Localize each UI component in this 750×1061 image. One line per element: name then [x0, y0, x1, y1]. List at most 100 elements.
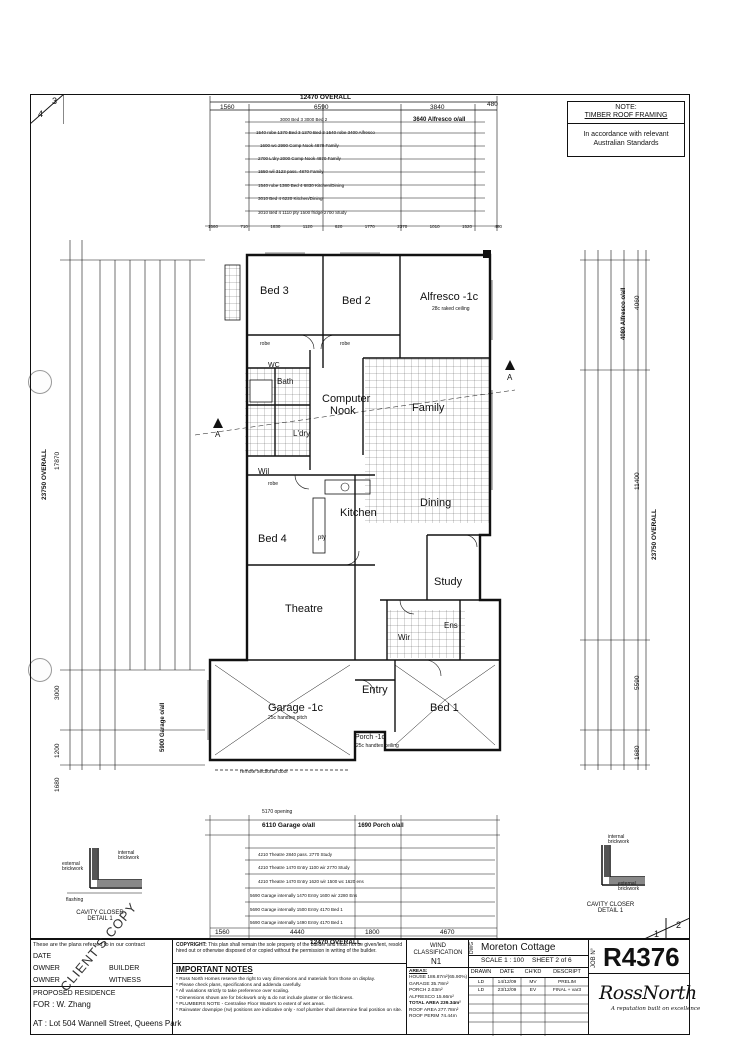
room-bed4: Bed 4	[258, 533, 287, 545]
top-dim-row: 1540 robe 1380 Bed 4 6830 Kitchen/Dining	[258, 183, 345, 188]
drawing-name: Moreton Cottage	[481, 942, 556, 953]
dim: 1560	[208, 224, 219, 229]
top-seg-dim: 480	[487, 101, 498, 108]
room-wil: Wil	[258, 467, 270, 476]
rev-header: DRAWN	[470, 969, 492, 975]
top-dim-row: 1550 wil 3123 pass. 4870 Family	[258, 169, 324, 174]
rev-cell: LD	[477, 980, 485, 985]
tb-notes: COPYRIGHT: This plan shall remain the so…	[173, 940, 407, 1034]
corner-num: 4	[38, 109, 44, 119]
room-bed3: Bed 3	[260, 285, 289, 297]
garage-oall-dim: 6110 Garage o/all	[262, 822, 316, 829]
owner-label: OWNER	[33, 977, 60, 984]
room-computer-nook: Computer	[322, 393, 371, 405]
rev-cell: PRELIM	[558, 980, 576, 985]
top-seg-dim: 6590	[314, 104, 329, 111]
cavity-closer-title: CAVITY CLOSER DETAIL 1	[76, 910, 124, 922]
rev-cell: FINAL + var3	[552, 988, 582, 993]
left-lower-dim: 3000	[54, 685, 61, 700]
room-ens: Ens	[444, 621, 458, 630]
room-ldry: L'dry	[293, 429, 311, 438]
job-label: JOB N°	[591, 947, 597, 968]
rev-header: CH'KD	[524, 969, 542, 975]
bottom-dim-row: 5690 Garage internally 1500 Entry 4170 B…	[250, 907, 343, 912]
copyright-text: This plan shall remain the sole property…	[176, 942, 403, 955]
witness-label: WITNESS	[109, 977, 141, 984]
rev-cell: 23/12/09	[497, 988, 517, 993]
top-dim-row: 3010 Bed 4 6220 Kitchen/Dining	[258, 196, 323, 201]
top-overall-dim: 12470 OVERALL	[300, 94, 351, 101]
note-body-line: Australian Standards	[593, 139, 659, 147]
note-line: * PLUMBERS NOTE - Centralise Floor Waste…	[176, 1001, 325, 1007]
site-address: AT : Lot 504 Wannell Street, Queens Park	[33, 1019, 182, 1028]
external-brickwork-label: external brickwork	[618, 881, 640, 892]
garage-door-note: remote sectional door	[240, 769, 289, 775]
bottom-dim-row: 4210 Theatre 1470 Entry 1100 wir 2770 St…	[258, 865, 350, 870]
room-bed2: Bed 2	[342, 295, 371, 307]
top-dim-row: 3010 Bed 4 1110 pty 1500 fridge 2700 Stu…	[258, 210, 347, 215]
alfresco-oall-dim: 3640 Alfresco o/all	[413, 117, 466, 123]
right-seg-dim: 5590	[634, 675, 641, 690]
right-seg-dim: 4060	[634, 295, 641, 310]
dim: 1830	[270, 224, 281, 229]
flashing-label: flashing	[66, 897, 84, 903]
cavity-closer-title: CAVITY CLOSER DETAIL 1	[586, 902, 635, 914]
area-line: HOUSE 186.87m²(65.90%)	[409, 975, 468, 981]
proposed-label: PROPOSED RESIDENCE	[33, 990, 116, 997]
dim: 1520	[462, 224, 473, 229]
rev-header: DATE	[499, 969, 515, 975]
corner-num: 1	[654, 929, 660, 939]
room-kitchen: Kitchen	[340, 507, 377, 519]
dim: 1010	[429, 224, 440, 229]
area-line: ROOF AREA 277.78m²	[409, 1007, 459, 1013]
external-brickwork-label: external brickwork	[62, 861, 84, 872]
rev-header: DESCRIPT	[553, 969, 581, 975]
left-garage-dim: 5900 Garage o/all	[160, 702, 166, 752]
job-number: R4376	[603, 942, 680, 972]
rev-row: LD 14/12/09 MV PRELIM	[469, 980, 589, 985]
note-body-line: In accordance with relevant	[583, 130, 669, 138]
corner-num: 3	[52, 96, 58, 106]
right-seg-dim: 11400	[634, 472, 641, 490]
room-pty: pty	[318, 535, 327, 541]
right-seg-dim: 1680	[634, 745, 641, 760]
corner-marker-top-left	[30, 94, 64, 124]
section-marker-right	[505, 360, 515, 370]
areas-label: AREAS:	[409, 969, 428, 974]
porch-ceiling-note: 25c handtex ceiling	[356, 743, 399, 749]
dim: 1120	[302, 224, 313, 229]
note-subtitle: TIMBER ROOF FRAMING	[584, 112, 668, 120]
section-label: A	[215, 430, 221, 439]
left-lower-dim: 1200	[54, 743, 61, 758]
room-wc: WC	[268, 362, 280, 369]
top-seg-dim: 3840	[430, 104, 445, 111]
bottom-seg-dim: 1800	[365, 929, 380, 936]
note-line: * Please check plans, specifications and…	[176, 983, 302, 989]
room-computer-nook: Nook	[330, 405, 356, 417]
timber-roof-note: NOTE: TIMBER ROOF FRAMING In accordance …	[567, 101, 685, 157]
bottom-seg-dim: 1560	[215, 929, 230, 936]
room-wir: Wir	[398, 633, 410, 642]
important-notes-title: IMPORTANT NOTES	[176, 965, 253, 974]
room-robe: robe	[260, 341, 271, 347]
room-entry: Entry	[362, 684, 388, 696]
top-dim-row: 1600 wc 2990 Comp Nook 4870 Family	[260, 143, 339, 148]
dim: 620	[334, 224, 343, 229]
garage-ceiling-note: 25c handtex pitch	[268, 715, 308, 721]
top-dim-row: 3000 Bed 3 3000 Bed 2	[280, 117, 328, 122]
date-label: DATE	[33, 953, 52, 960]
porch-oall-dim: 1690 Porch o/all	[358, 823, 404, 829]
top-seg-dim: 1560	[220, 104, 235, 111]
left-overall-dim: 23750 OVERALL	[41, 449, 48, 500]
area-line: TOTAL AREA 239.34m²	[409, 1001, 461, 1007]
tb-drawing: DWG Moreton Cottage SCALE 1 : 100 SHEET …	[469, 940, 589, 1036]
top-dim-row: 2700 L'dry 2000 Comp Nook 4870 Family	[258, 156, 341, 161]
left-lower-dim: 1680	[54, 777, 61, 792]
right-overall-dim: 23750 OVERALL	[651, 509, 658, 560]
bottom-overall-dim: 12470 OVERALL	[310, 939, 361, 946]
dim: 2370	[397, 224, 408, 229]
scale: SCALE 1 : 100	[481, 957, 524, 964]
client-name: FOR : W. Zhang	[33, 1000, 91, 1009]
note-line: * Dimensions shown are for brickwork onl…	[176, 995, 354, 1001]
room-garage: Garage -1c	[268, 702, 324, 714]
